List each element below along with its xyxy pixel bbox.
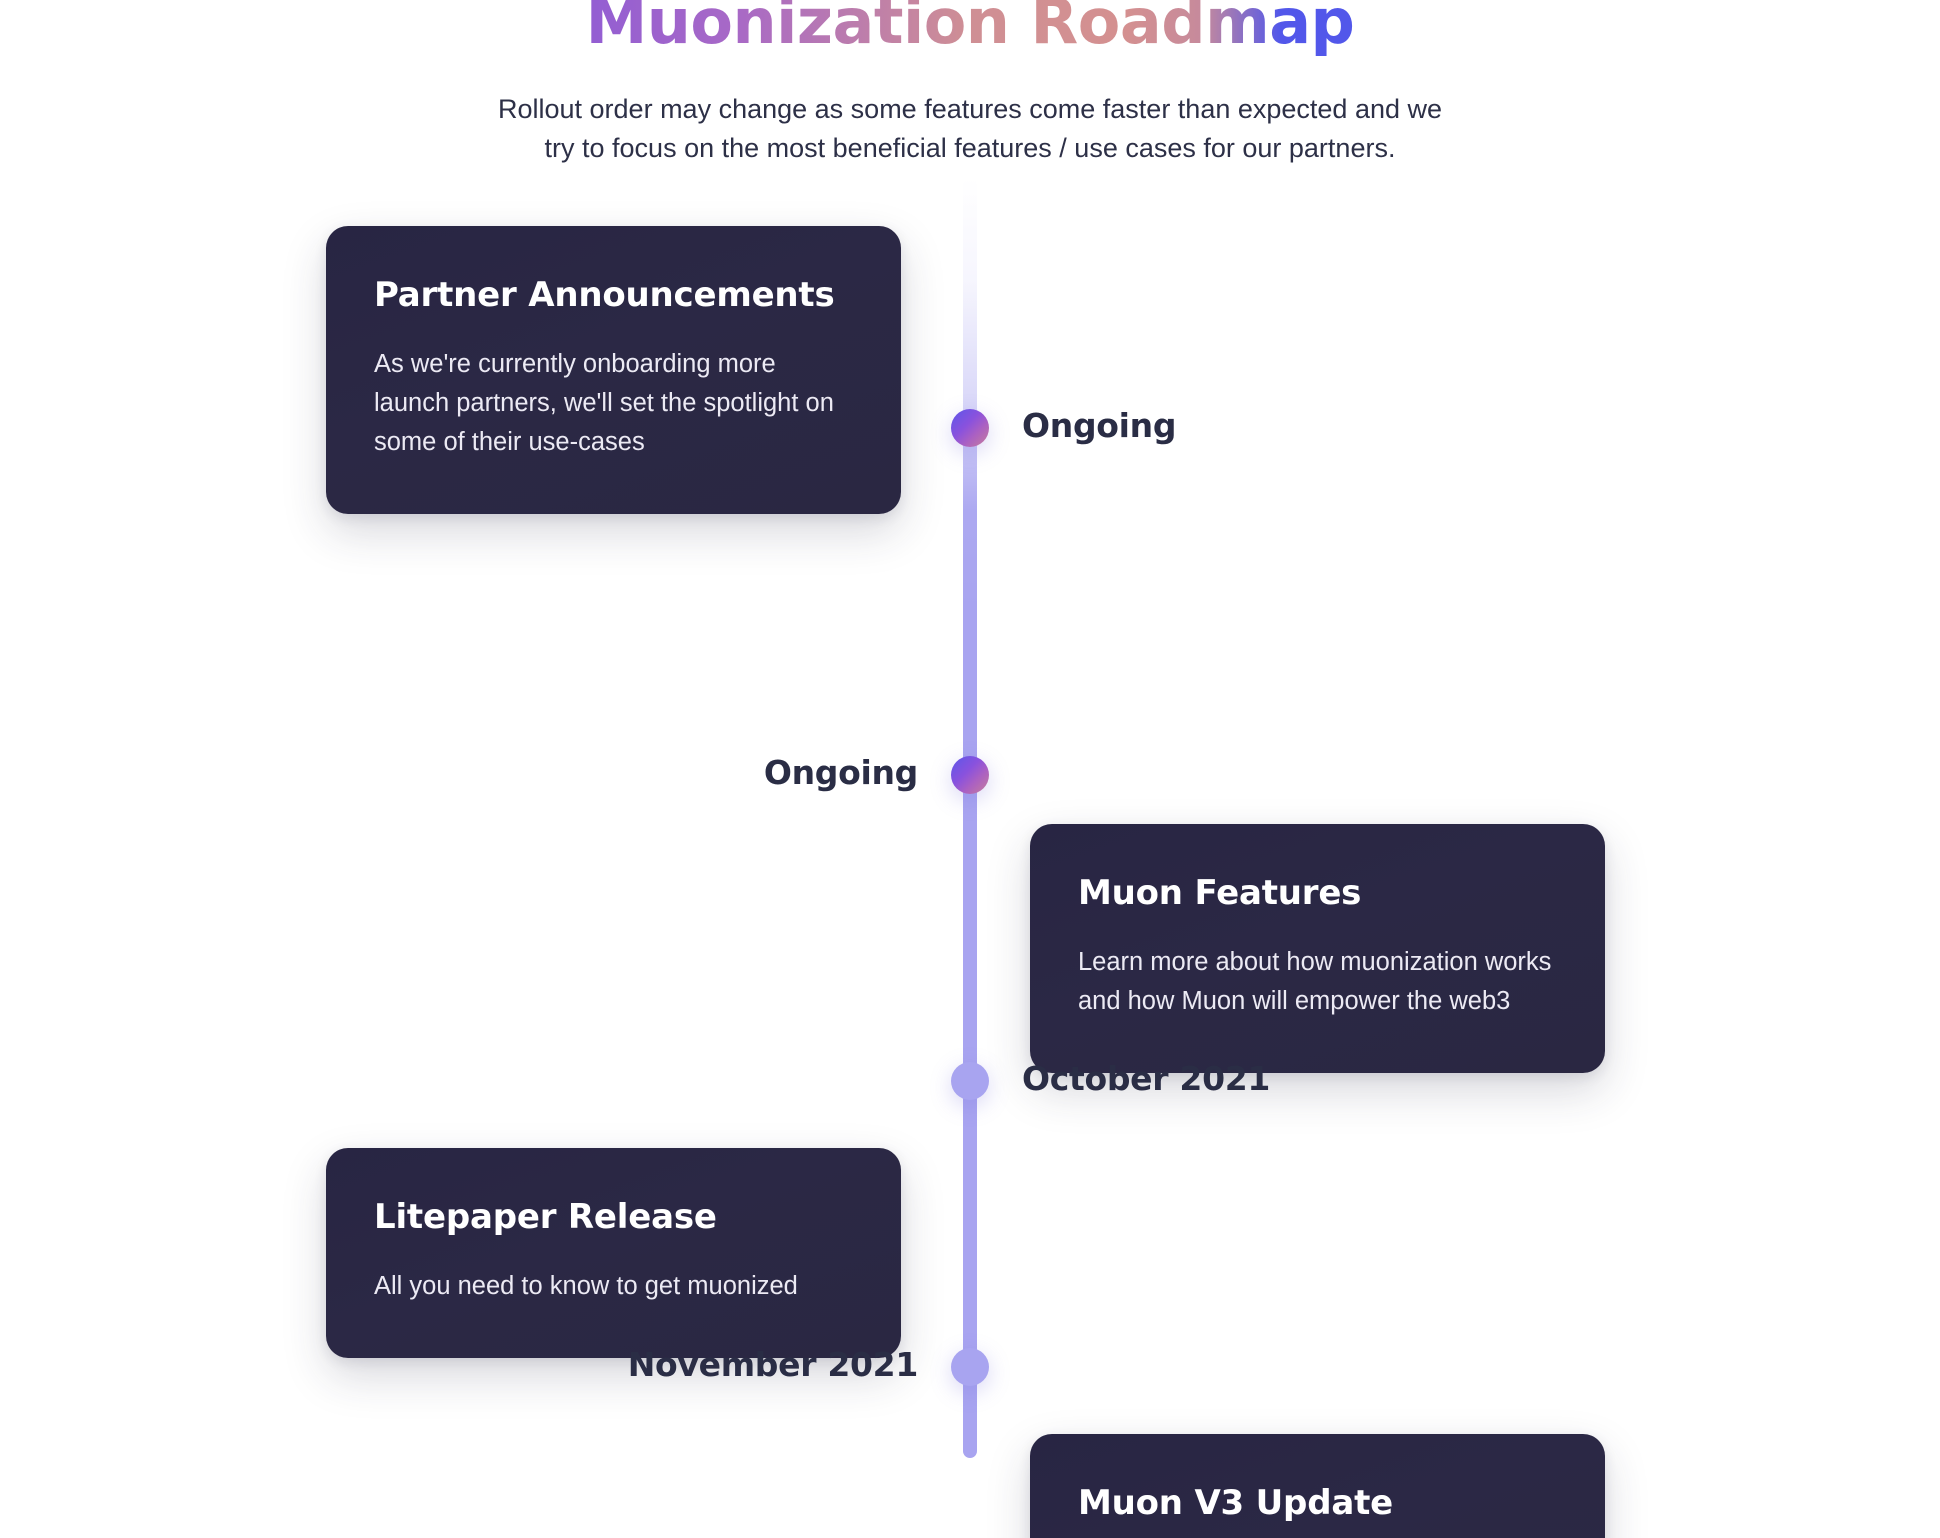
roadmap-card[interactable]: Litepaper Release All you need to know t…	[326, 1148, 901, 1358]
roadmap-card[interactable]: Muon V3 Update Another big leap forwards…	[1030, 1434, 1605, 1538]
page-subtitle-line-2: try to focus on the most beneficial feat…	[544, 133, 1396, 163]
roadmap-timeline: Partner Announcements As we're currently…	[0, 178, 1940, 1538]
roadmap-card-body: As we're currently onboarding more launc…	[374, 350, 834, 456]
timeline-dot[interactable]	[951, 1348, 989, 1386]
timeline-dot[interactable]	[951, 409, 989, 447]
milestone-label: Ongoing	[1022, 406, 1177, 445]
roadmap-card-title: Muon V3 Update	[1078, 1483, 1393, 1523]
timeline-dot[interactable]	[951, 1062, 989, 1100]
milestone-label: Ongoing	[763, 753, 918, 792]
page-title: Muonization Roadmap	[0, 0, 1940, 58]
roadmap-card-title: Litepaper Release	[374, 1197, 717, 1237]
roadmap-card-title: Muon Features	[1078, 873, 1362, 913]
roadmap-card[interactable]: Muon Features Learn more about how muoni…	[1030, 824, 1605, 1073]
timeline-dot[interactable]	[951, 756, 989, 794]
milestone-label: November 2021	[627, 1345, 919, 1384]
roadmap-card-body: All you need to know to get muonized	[374, 1272, 798, 1300]
timeline-axis-line	[963, 178, 977, 1458]
roadmap-card[interactable]: Partner Announcements As we're currently…	[326, 226, 901, 514]
page-subtitle-line-1: Rollout order may change as some feature…	[497, 94, 1443, 124]
roadmap-card-body: Learn more about how muonization works a…	[1078, 948, 1552, 1015]
milestone-label: October 2021	[1022, 1059, 1271, 1098]
page-header: Muonization Roadmap Rollout order may ch…	[0, 0, 1940, 168]
roadmap-card-title: Partner Announcements	[374, 275, 835, 315]
page-subtitle: Rollout order may change as some feature…	[0, 90, 1940, 168]
